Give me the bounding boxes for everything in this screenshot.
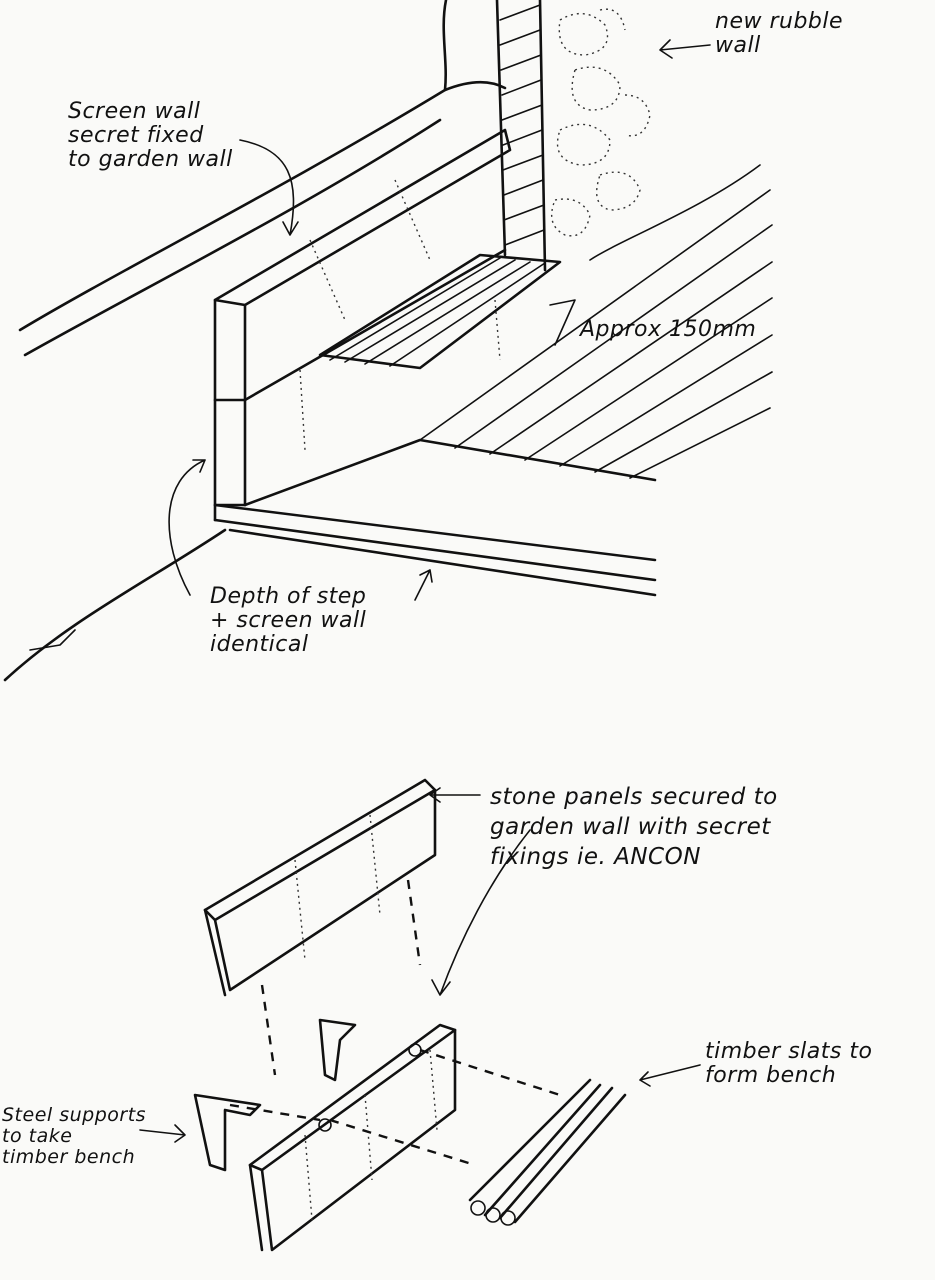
label-stone-panels: stone panels secured to garden wall with… — [490, 784, 778, 870]
top-perspective-sketch — [3, 0, 773, 682]
exploded-view-sketch — [139, 778, 701, 1252]
label-steel-supports: Steel supports to take timber bench — [2, 1104, 147, 1168]
label-screen-wall: Screen wall secret fixed to garden wall — [68, 99, 233, 172]
label-approx-150mm: Approx 150mm — [580, 317, 757, 342]
label-timber-slats: timber slats to form bench — [705, 1039, 873, 1088]
label-new-rubble-wall: new rubble wall — [715, 9, 844, 58]
top-annotation-arrows — [168, 39, 711, 601]
label-depth-of-step: Depth of step + screen wall identical — [210, 584, 367, 657]
